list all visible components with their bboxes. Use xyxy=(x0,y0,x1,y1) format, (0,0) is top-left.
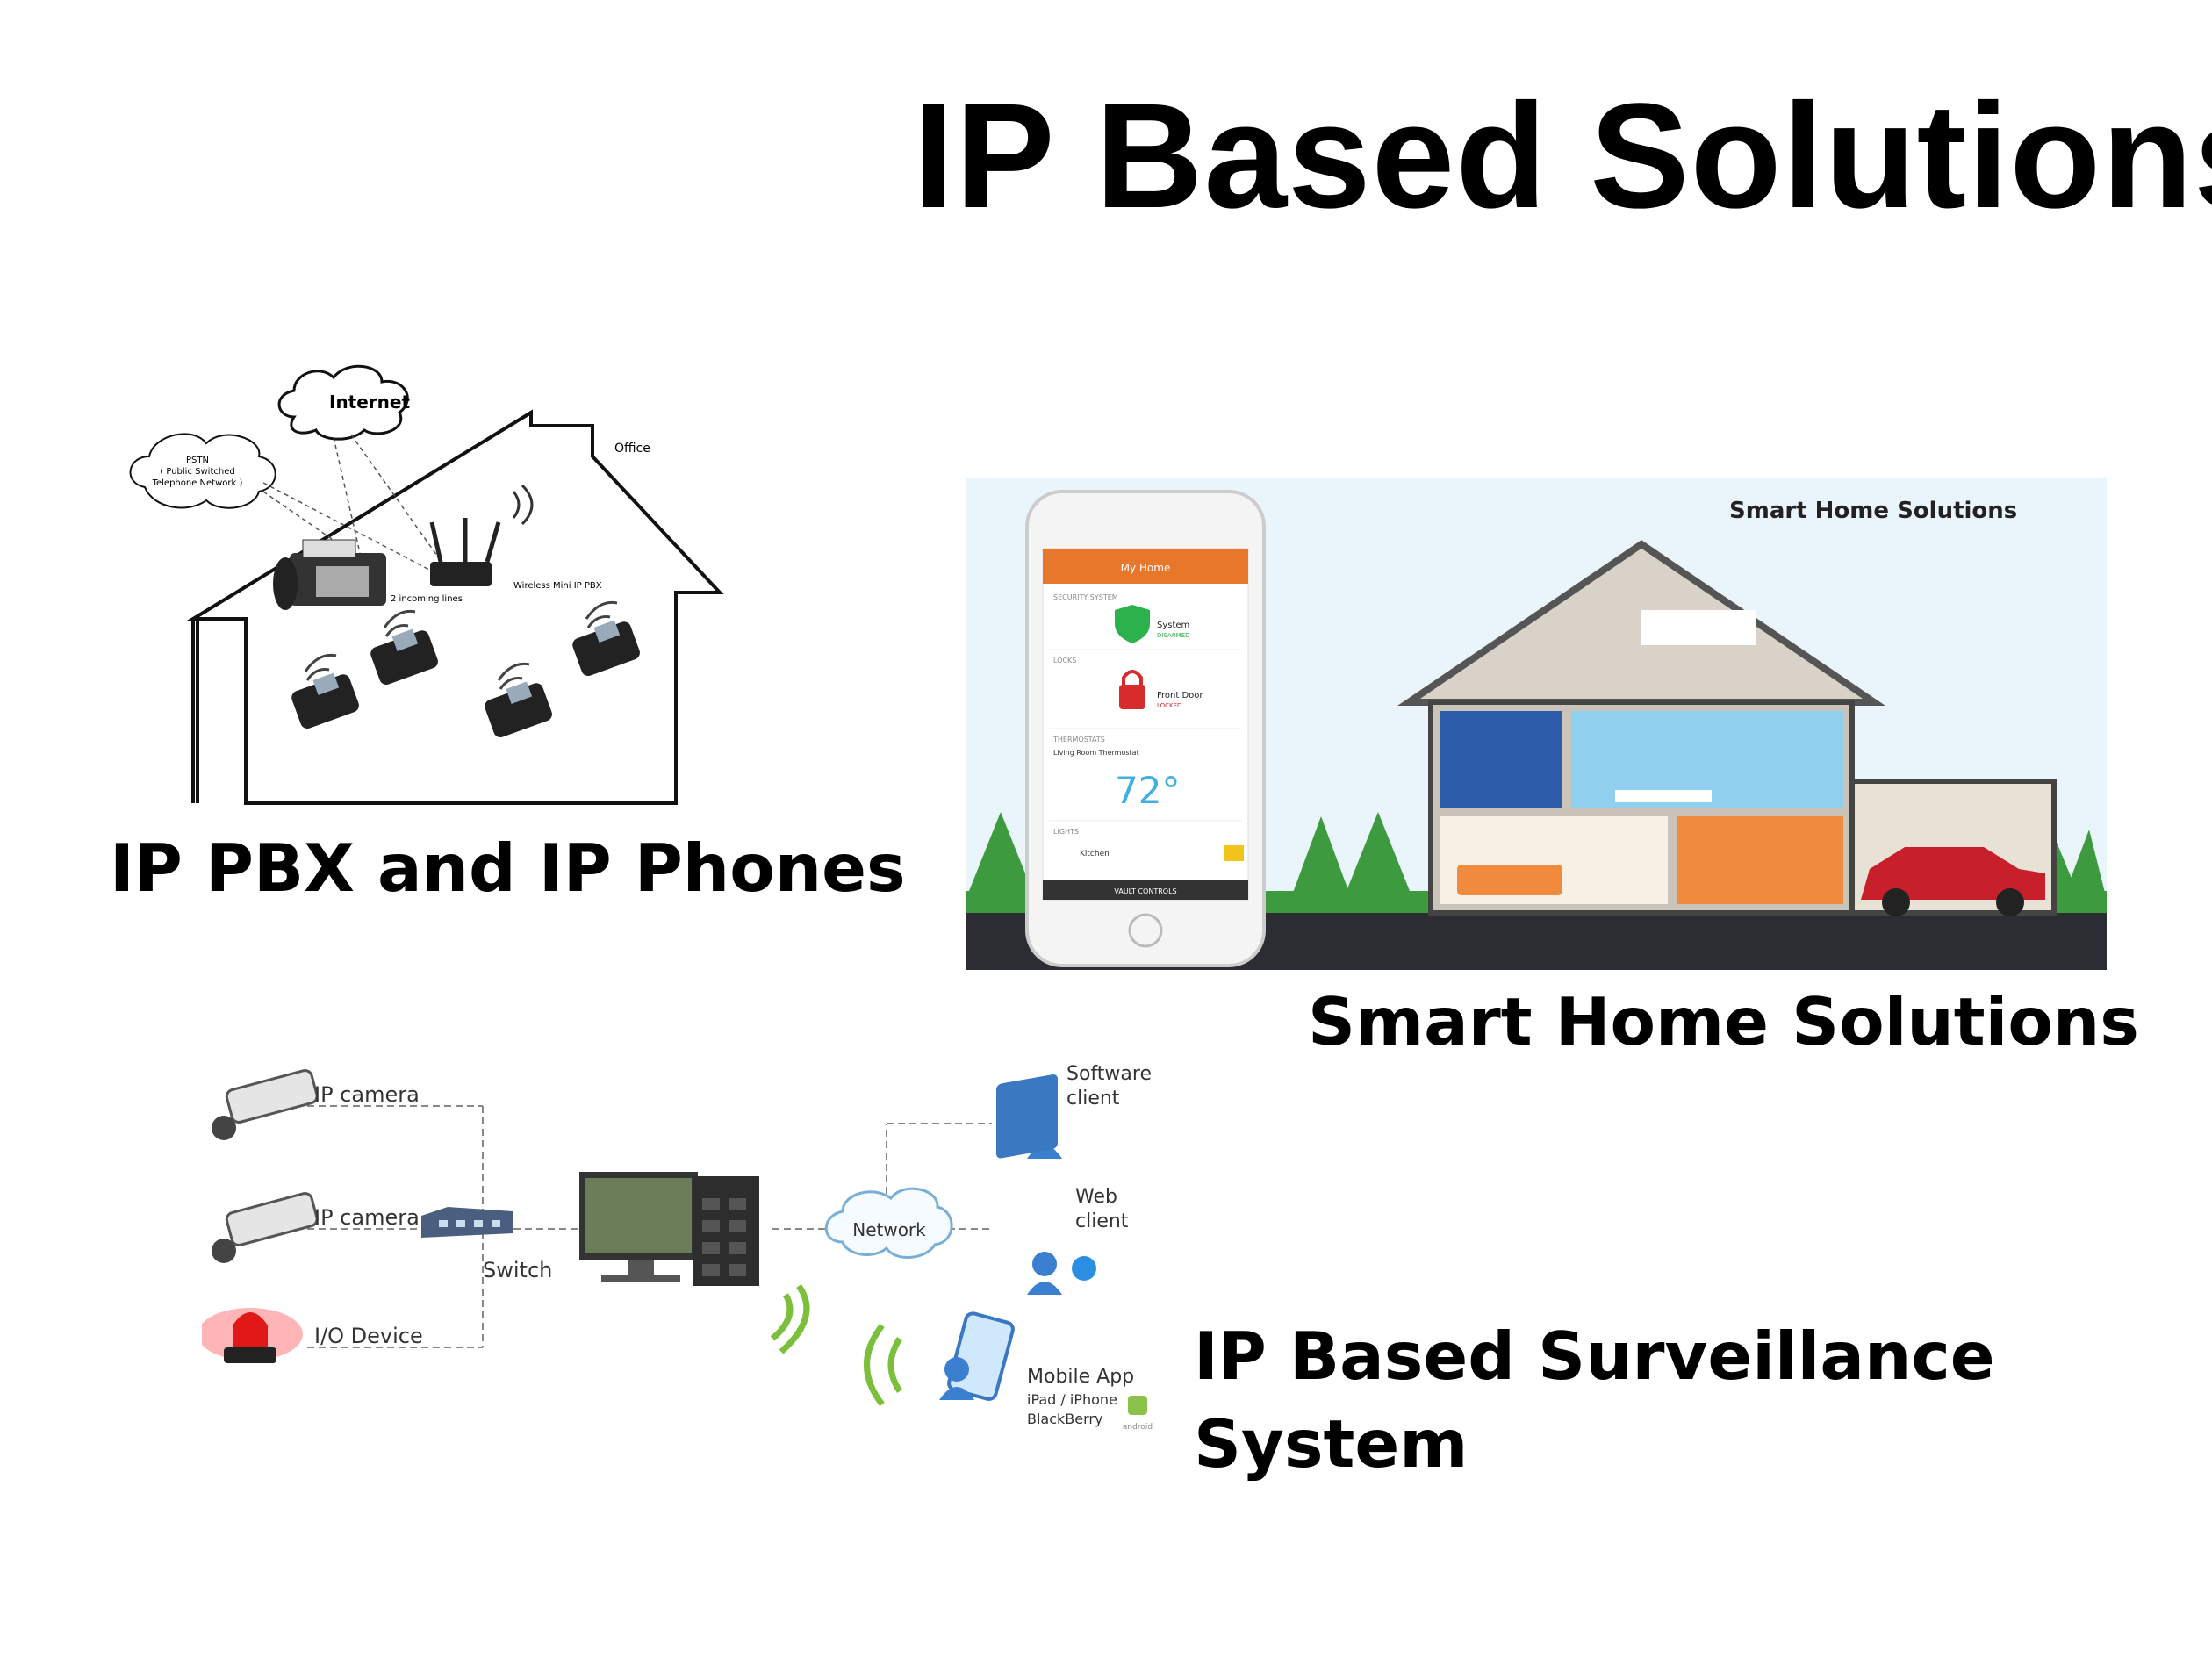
front-door-label: Front Door xyxy=(1157,691,1203,700)
surveillance-caption: IP Based Surveillance System xyxy=(1194,1312,1995,1488)
car-icon xyxy=(1861,847,2045,916)
light-toggle xyxy=(1224,845,1244,861)
software-label-2: client xyxy=(1066,1088,1120,1110)
ip-phone-icon xyxy=(572,600,640,677)
lights-label: LIGHTS xyxy=(1053,828,1079,836)
temperature-value: 72° xyxy=(1115,769,1180,812)
blackberry-label: BlackBerry xyxy=(1027,1411,1102,1427)
mobile-app-icon xyxy=(939,1311,1015,1401)
browser-icon xyxy=(1072,1256,1096,1281)
nvr-monitor-icon xyxy=(579,1172,759,1286)
house-icon xyxy=(1397,540,2057,916)
fax-phone-icon xyxy=(273,539,386,610)
camera2-label: IP camera xyxy=(314,1205,420,1230)
thermostats-label: THERMOSTATS xyxy=(1052,736,1105,743)
wireless-icon xyxy=(770,1283,902,1407)
pstn-cloud-icon: PSTN ( Public Switched Telephone Network… xyxy=(129,433,276,509)
smarthome-caption: Smart Home Solutions xyxy=(1308,983,2139,1060)
web-label-2: client xyxy=(1075,1210,1129,1232)
network-cloud-icon: Network xyxy=(824,1187,953,1260)
smartphone-icon: My Home SECURITY SYSTEM System DISARMED … xyxy=(1025,490,1266,967)
disarmed-label: DISARMED xyxy=(1157,632,1190,639)
smarthome-banner: Smart Home Solutions My Home SECURITY SY… xyxy=(966,478,2107,970)
surveillance-caption-line1: IP Based Surveillance xyxy=(1194,1318,1995,1395)
camera1-label: IP camera xyxy=(314,1082,420,1107)
internet-label: Internet xyxy=(329,391,410,413)
android-label: android xyxy=(1123,1423,1153,1432)
network-switch-icon xyxy=(421,1207,514,1238)
thermostat-name: Living Room Thermostat xyxy=(1053,749,1139,757)
switch-label: Switch xyxy=(483,1258,552,1282)
banner-title: Smart Home Solutions xyxy=(1729,498,2017,524)
locks-label: LOCKS xyxy=(1053,657,1076,664)
app-footer: VAULT CONTROLS xyxy=(1114,887,1176,895)
router-label: Wireless Mini IP PBX xyxy=(514,581,602,591)
internet-cloud-icon: Internet xyxy=(277,364,410,441)
ip-camera-icon xyxy=(212,1192,319,1263)
surveillance-diagram: IP camera IP camera I/O Device Switch xyxy=(202,1063,1153,1432)
pbx-caption: IP PBX and IP Phones xyxy=(110,830,906,907)
android-icon: android xyxy=(1123,1396,1153,1432)
pstn-label: PSTN xyxy=(186,456,209,465)
ip-phone-icon xyxy=(370,609,438,686)
software-label: Software xyxy=(1066,1063,1152,1085)
alarm-light-icon xyxy=(202,1308,303,1363)
ip-camera-icon xyxy=(212,1069,319,1140)
pstn-label-2: ( Public Switched xyxy=(160,467,234,477)
web-label: Web xyxy=(1075,1186,1117,1208)
ipad-label: iPad / iPhone xyxy=(1027,1391,1117,1408)
io-label: I/O Device xyxy=(314,1324,423,1348)
network-label: Network xyxy=(852,1219,926,1240)
lines-label: 2 incoming lines xyxy=(391,594,463,604)
kitchen-label: Kitchen xyxy=(1080,850,1110,858)
app-header: My Home xyxy=(1121,562,1171,574)
security-label: SECURITY SYSTEM xyxy=(1053,593,1118,601)
shield-icon xyxy=(1115,605,1150,643)
locked-label: LOCKED xyxy=(1157,702,1181,709)
web-client-icon xyxy=(996,1074,1096,1295)
ip-phone-icon xyxy=(291,653,359,729)
pbx-diagram: Internet PSTN ( Public Switched Telephon… xyxy=(129,364,724,805)
office-label: Office xyxy=(614,442,650,456)
home-button xyxy=(1128,913,1163,948)
ip-phone-icon xyxy=(485,662,552,738)
mobile-label: Mobile App xyxy=(1027,1366,1134,1388)
lock-icon xyxy=(1119,685,1146,709)
router-icon xyxy=(429,484,534,586)
pstn-label-3: Telephone Network ) xyxy=(152,478,243,488)
system-label: System xyxy=(1157,621,1189,630)
page-title: IP Based Solutions xyxy=(913,73,2212,240)
surveillance-caption-line2: System xyxy=(1194,1405,1469,1483)
